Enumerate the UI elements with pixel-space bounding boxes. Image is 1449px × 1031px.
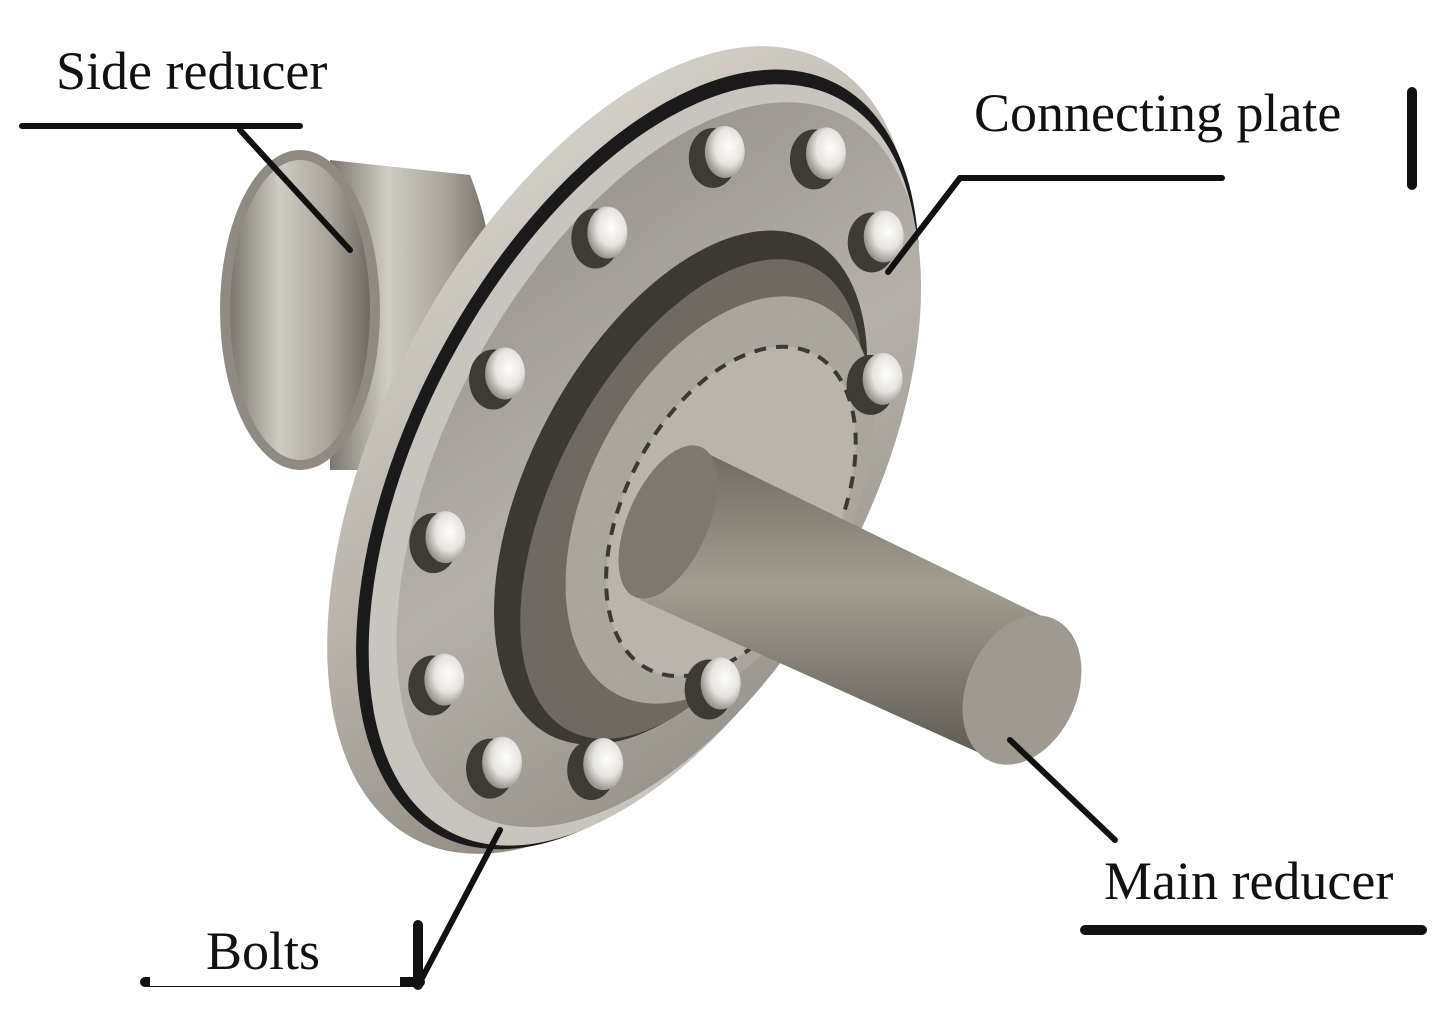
main-reducer-shaft	[618, 445, 1082, 765]
label-connecting-plate: Connecting plate	[960, 82, 1370, 148]
leader-lines	[19, 87, 1427, 990]
bolt-head	[789, 127, 846, 190]
leader-connecting-plate	[885, 175, 963, 275]
leader-main-reducer	[1007, 737, 1118, 843]
label-bolts: Bolts	[150, 920, 401, 986]
bolt-head	[466, 736, 523, 799]
label-main-reducer: Main reducer	[1092, 850, 1402, 916]
bolt-head	[469, 347, 526, 410]
bolt-head	[846, 352, 903, 415]
bolt-head	[571, 206, 628, 269]
bolt-head	[688, 125, 745, 188]
bolt-head	[408, 653, 465, 716]
bolt-head	[847, 210, 904, 273]
bolts-group	[408, 125, 904, 801]
bolt-head	[567, 738, 624, 801]
leader-side-reducer	[237, 127, 353, 253]
bolt-head	[684, 657, 741, 720]
bolt-head	[409, 511, 466, 574]
label-side-reducer: Side reducer	[26, 40, 352, 106]
leader-bolts	[417, 827, 503, 985]
